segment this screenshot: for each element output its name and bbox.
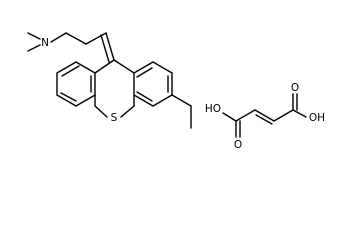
atom-label-carbonyl-right: O	[291, 82, 299, 94]
bond-c1-c2	[235, 109, 256, 122]
side-chain	[27, 32, 115, 63]
bond-c9-c9a	[94, 59, 115, 74]
atom-label-carbonyl-left: O	[234, 139, 242, 151]
bond-r4	[152, 94, 173, 107]
bond-exocyclic-double-1	[105, 32, 115, 61]
bond-ch2-ch	[85, 32, 107, 45]
bond-l2	[56, 61, 77, 74]
atom-label-hydroxyl-right: OH	[309, 112, 325, 124]
bond-c3-c4	[273, 109, 294, 122]
right-benzene-ring	[133, 61, 173, 107]
bond-c2-c3-inner	[255, 114, 273, 125]
atom-label-sulfur: S	[111, 112, 118, 124]
bond-r1	[133, 61, 154, 74]
bond-methyl-upper	[27, 32, 41, 40]
fumaric-acid	[222, 93, 307, 138]
bond-r5	[133, 94, 154, 107]
bond-l4-inner	[60, 92, 77, 102]
bond-n-ch2	[50, 32, 67, 43]
bond-exocyclic-double-2	[100, 34, 110, 63]
bond-l1	[75, 61, 96, 74]
atom-label-nitrogen: N	[41, 37, 49, 49]
chemical-structure-canvas: N S HO O O OH	[27, 32, 326, 151]
bond-s-c10a	[120, 105, 135, 118]
bond-ch2-ch2	[65, 32, 87, 45]
bond-l5	[75, 94, 96, 107]
bond-ho-c1	[222, 112, 237, 122]
bond-r1-inner	[136, 67, 153, 78]
bond-c4-oh	[292, 109, 307, 118]
bond-methyl-lower	[27, 44, 41, 52]
atom-label-hydroxyl-left: HO	[205, 103, 221, 115]
bond-l2-inner	[61, 65, 80, 77]
bond-r2	[152, 61, 173, 74]
structure-svg: N S HO O O OH	[27, 32, 325, 151]
bond-c9-c8a	[113, 59, 135, 74]
ethyl-group	[171, 94, 192, 129]
left-benzene-ring	[56, 61, 96, 107]
central-ring	[94, 59, 135, 118]
bond-r5-inner	[136, 91, 153, 102]
bond-ethyl-1	[171, 94, 192, 107]
bond-l4	[56, 94, 77, 107]
bond-c2-c3	[254, 109, 275, 122]
bond-c4a-s	[94, 105, 108, 118]
